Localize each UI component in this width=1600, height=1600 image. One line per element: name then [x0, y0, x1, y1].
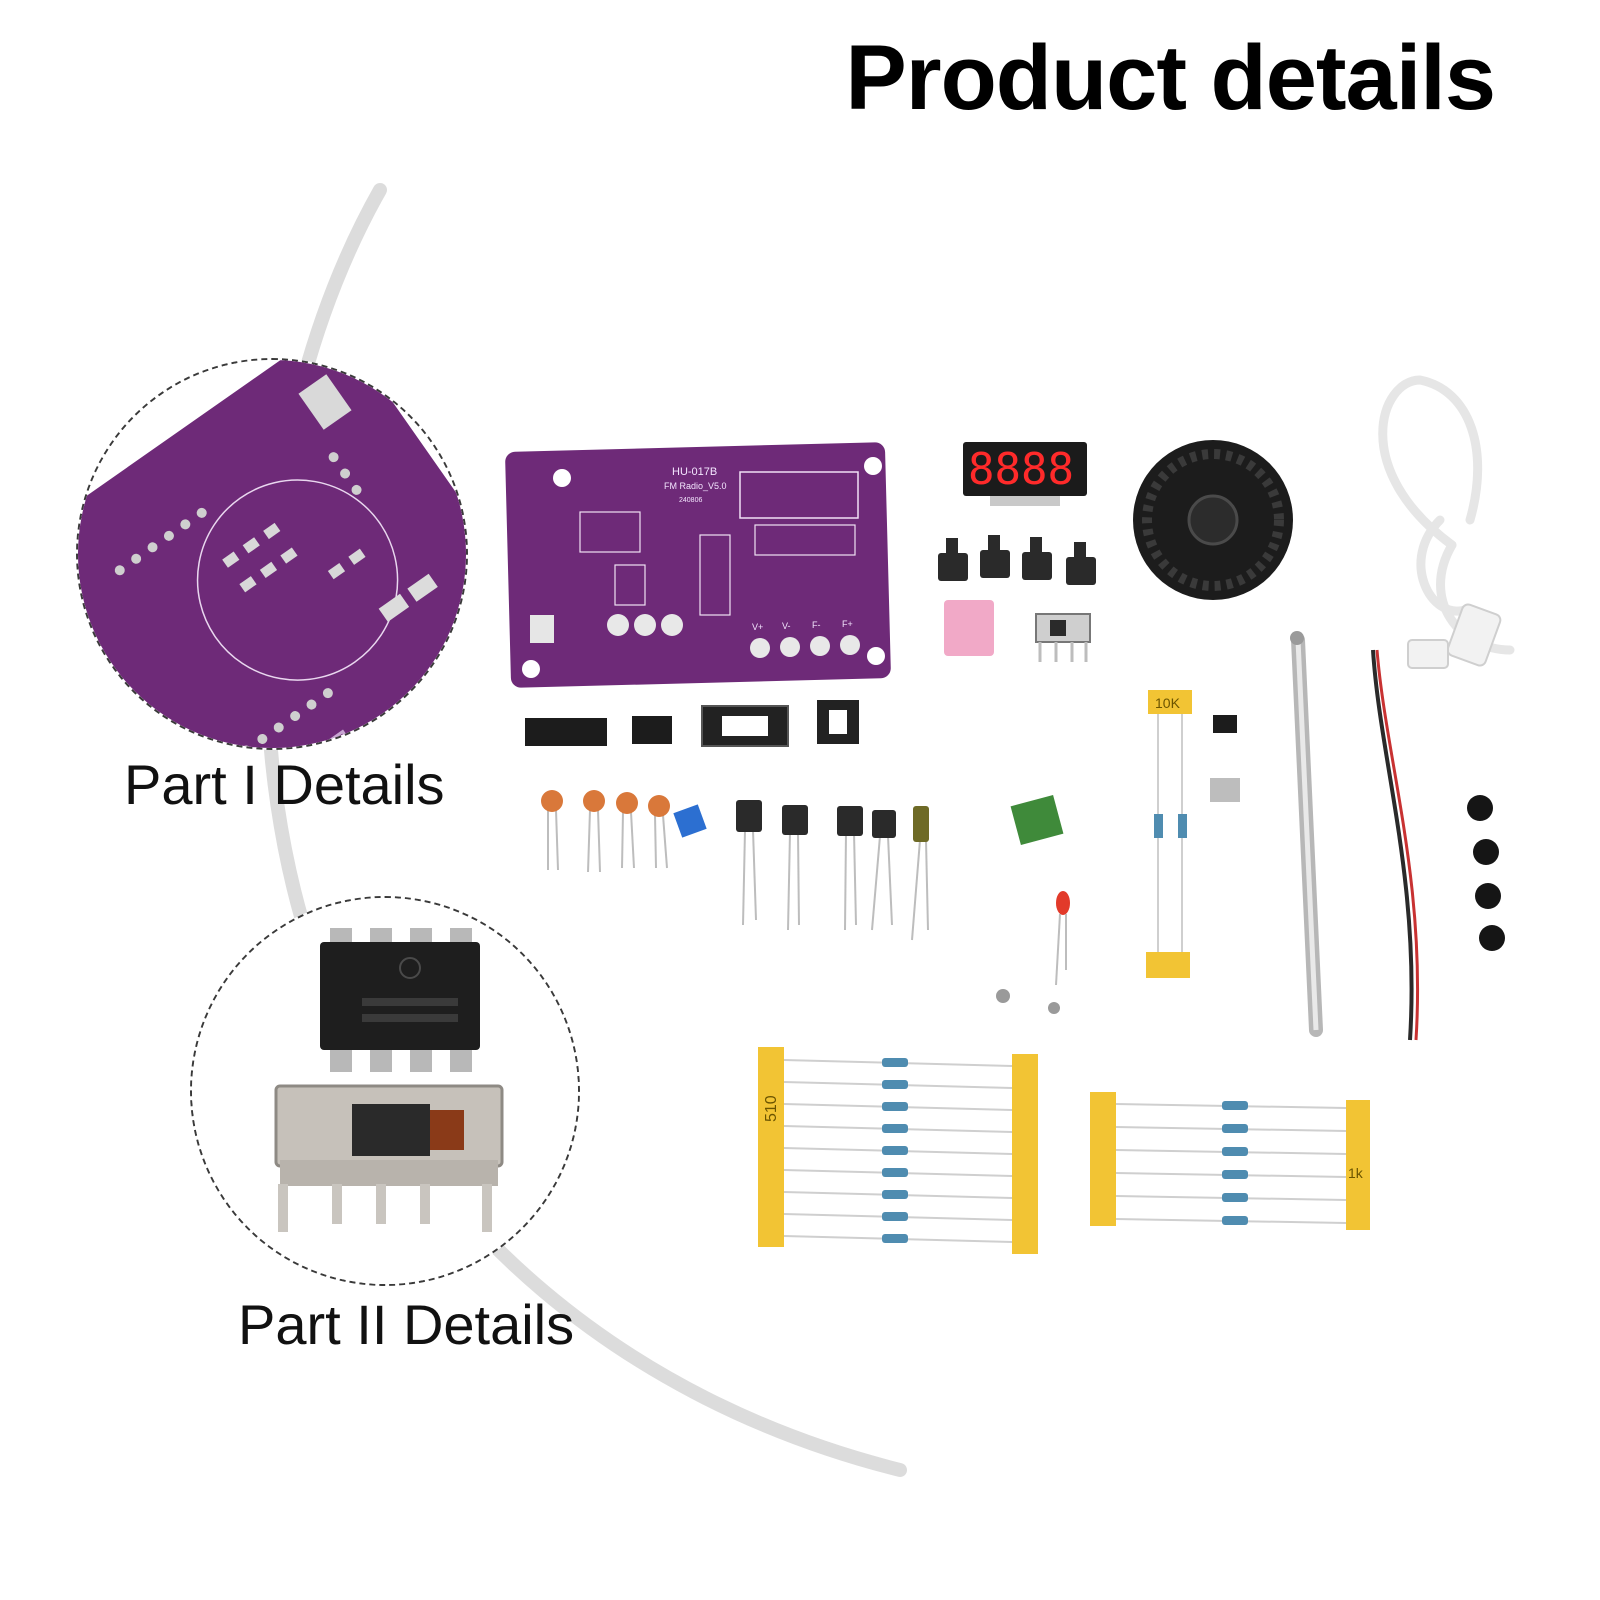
telescopic-antenna	[1290, 631, 1323, 1037]
ceramic-capacitors	[541, 790, 707, 873]
audio-jack	[944, 600, 994, 656]
tape-10k-label: 10K	[1155, 695, 1181, 711]
resistor-tape-510: 510	[758, 1047, 1038, 1254]
rubber-feet	[1467, 795, 1505, 951]
board-name: FM Radio_V5.0	[664, 481, 727, 491]
part-two-zoom	[190, 896, 580, 1286]
main-pcb: HU-017B FM Radio_V5.0 240806 V+ V- F- F+	[505, 442, 891, 688]
page-title: Product details	[845, 27, 1496, 129]
part-one-caption: Part I Details	[124, 753, 445, 816]
svg-text:8888: 8888	[968, 444, 1074, 495]
resistor-tape-10k: 10K	[1146, 690, 1192, 978]
slide-switch	[1035, 613, 1091, 662]
micro-usb-port	[1210, 778, 1240, 802]
tape-510-label: 510	[763, 1095, 780, 1122]
part-one-zoom	[76, 358, 468, 750]
seven-segment-display: 8888	[963, 442, 1087, 506]
fm-module	[1010, 794, 1064, 846]
part-two-caption: Part II Details	[238, 1293, 575, 1356]
usb-cable	[1378, 375, 1515, 655]
resistor-tape-1k: 1k	[1090, 1092, 1370, 1230]
chip-and-switch-image	[192, 898, 578, 1284]
board-date: 240806	[679, 497, 702, 504]
board-button-label-4: F+	[842, 619, 853, 629]
tact-switches	[938, 535, 1096, 585]
board-button-label-3: F-	[812, 620, 821, 630]
nut	[996, 989, 1010, 1003]
board-button-label-2: V-	[782, 621, 791, 631]
board-model: HU-017B	[672, 466, 717, 478]
pcb-closeup-image	[78, 360, 466, 748]
regulator	[1213, 715, 1237, 733]
battery-wire	[1371, 649, 1414, 1041]
board-button-label-1: V+	[752, 622, 763, 632]
red-led	[1056, 891, 1070, 915]
speaker	[1133, 440, 1293, 600]
tape-1k-label: 1k	[1348, 1165, 1364, 1181]
ic-row	[525, 700, 859, 747]
electrolytic-capacitors	[736, 800, 929, 941]
screw	[1048, 1002, 1060, 1014]
